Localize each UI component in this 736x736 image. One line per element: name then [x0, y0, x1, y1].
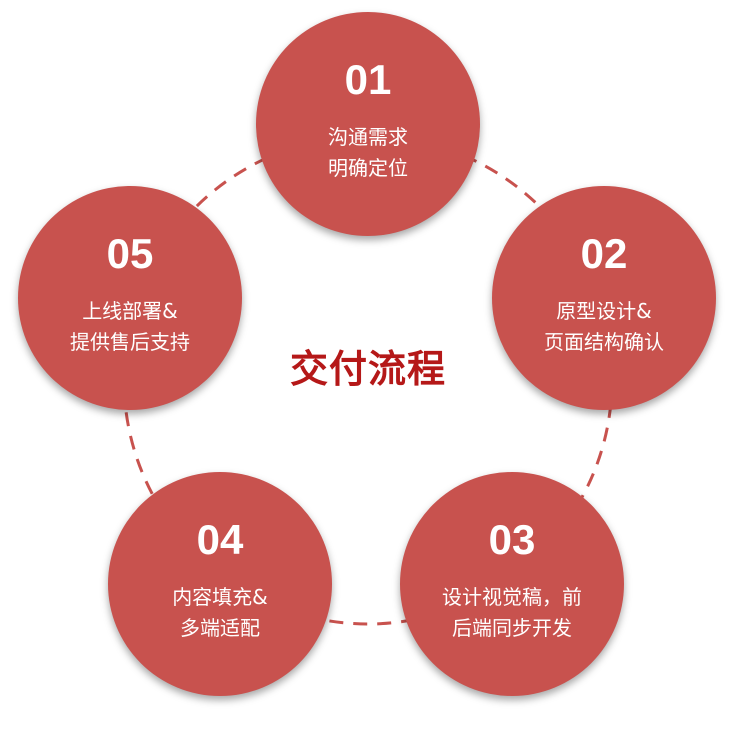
step-description-line-1: 设计视觉稿，前	[442, 585, 582, 609]
step-number: 03	[488, 516, 536, 563]
step-number: 04	[196, 516, 244, 563]
step-description-line-1: 原型设计&	[556, 299, 652, 323]
step-description-line-2: 多端适配	[180, 616, 260, 640]
step-description-line-2: 提供售后支持	[70, 330, 190, 354]
step-circle-04: 04 内容填充& 多端适配	[108, 472, 332, 696]
step-description-line-2: 明确定位	[328, 156, 408, 180]
step-description-line-2: 页面结构确认	[544, 330, 664, 354]
step-description: 沟通需求 明确定位	[270, 122, 466, 184]
step-number: 02	[580, 230, 628, 277]
step-circle-03: 03 设计视觉稿，前 后端同步开发	[400, 472, 624, 696]
step-number: 01	[344, 56, 392, 103]
step-circle-05: 05 上线部署& 提供售后支持	[18, 186, 242, 410]
step-description-line-2: 后端同步开发	[452, 616, 572, 640]
step-description: 设计视觉稿，前 后端同步开发	[414, 582, 610, 644]
step-description-line-1: 上线部署&	[82, 299, 178, 323]
step-description-line-1: 内容填充&	[172, 585, 268, 609]
diagram-title: 交付流程	[289, 347, 446, 391]
step-circle-02: 02 原型设计& 页面结构确认	[492, 186, 716, 410]
step-description-line-1: 沟通需求	[328, 125, 408, 149]
step-number: 05	[106, 230, 154, 277]
step-circle-01: 01 沟通需求 明确定位	[256, 12, 480, 236]
step-description: 上线部署& 提供售后支持	[32, 296, 228, 358]
step-description: 原型设计& 页面结构确认	[506, 296, 702, 358]
step-description: 内容填充& 多端适配	[122, 582, 318, 644]
